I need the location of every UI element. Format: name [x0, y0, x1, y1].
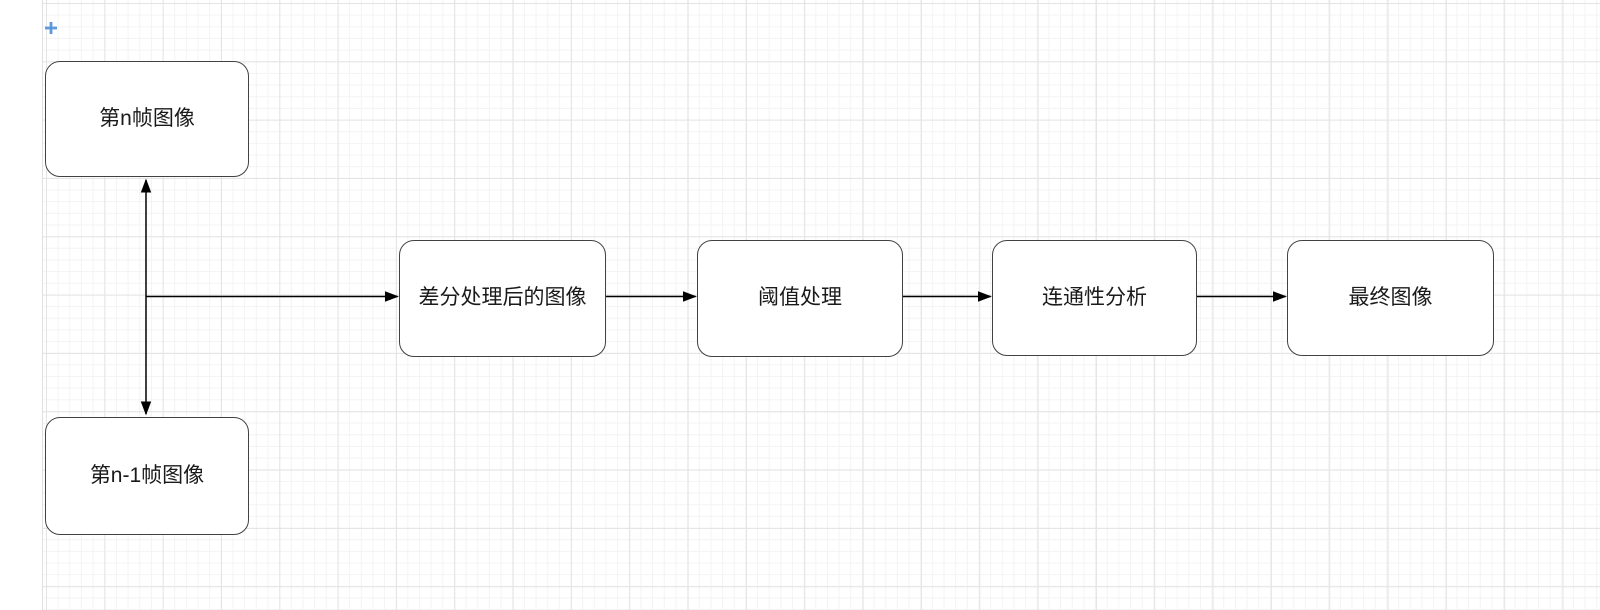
node-label: 第n-1帧图像: [89, 463, 205, 487]
flow-node-frame-n-1[interactable]: 第n-1帧图像: [45, 417, 249, 535]
crosshair-marker: [45, 22, 57, 34]
flow-node-connectivity[interactable]: 连通性分析: [992, 240, 1197, 356]
flow-node-threshold[interactable]: 阈值处理: [697, 240, 903, 357]
node-label: 阈值处理: [758, 286, 842, 310]
flow-node-frame-n[interactable]: 第n帧图像: [45, 61, 249, 177]
flow-node-final-image[interactable]: 最终图像: [1287, 240, 1494, 356]
node-label: 最终图像: [1348, 285, 1433, 309]
node-label: 连通性分析: [1042, 285, 1147, 309]
flow-node-diff-processed[interactable]: 差分处理后的图像: [399, 240, 606, 357]
node-label: 第n帧图像: [99, 106, 195, 130]
node-label: 差分处理后的图像: [418, 286, 587, 310]
